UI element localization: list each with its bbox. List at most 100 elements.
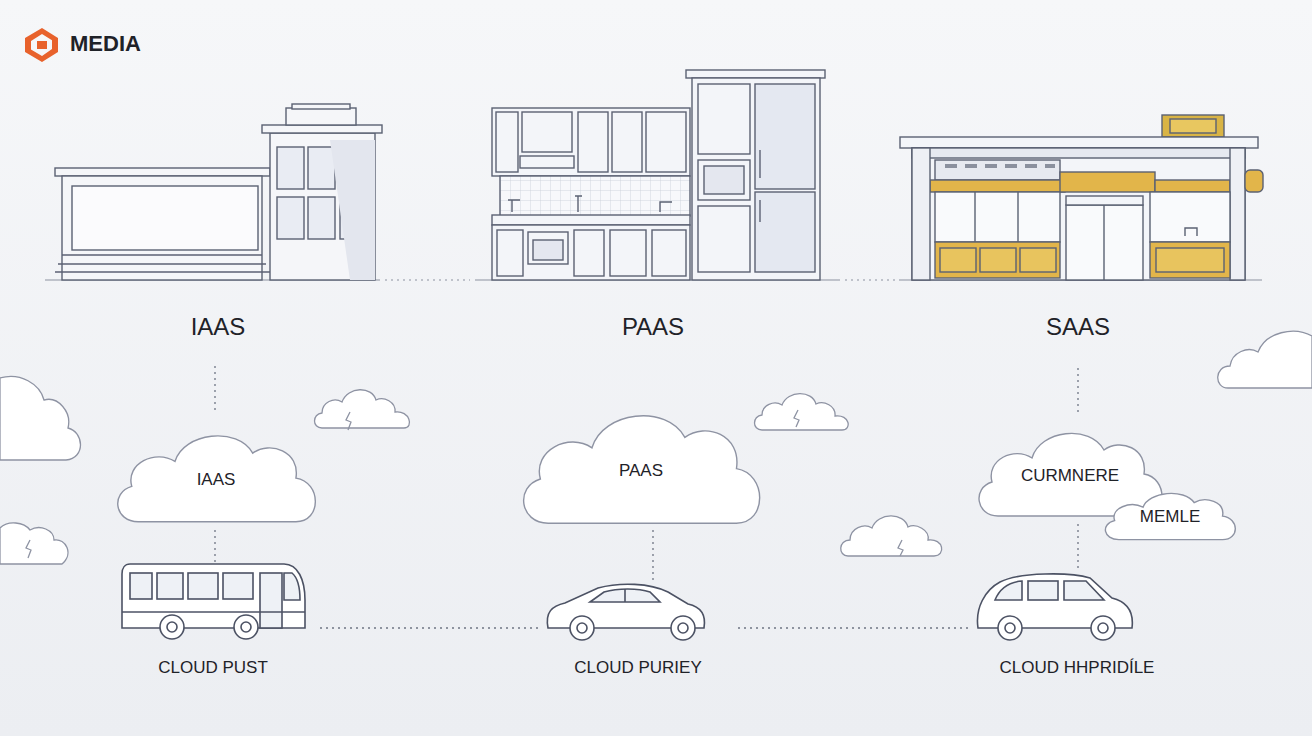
small-cloud-part bbox=[1218, 331, 1312, 388]
paas-kitchen-part bbox=[692, 78, 820, 280]
iaas-building-part bbox=[277, 147, 304, 189]
paas-kitchen-part bbox=[578, 112, 608, 172]
car-icon-part bbox=[678, 623, 688, 633]
van-icon-part bbox=[1091, 616, 1115, 640]
dotted-leader-part bbox=[1077, 524, 1078, 568]
saas-store-part bbox=[940, 248, 976, 272]
iaas-building-part bbox=[262, 125, 382, 133]
saas-store-part bbox=[1103, 205, 1104, 280]
paas-kitchen-part bbox=[698, 160, 750, 200]
bus-icon-part bbox=[157, 573, 183, 599]
tier-label: IAAS bbox=[191, 313, 246, 341]
cloud-label: PAAS bbox=[619, 461, 663, 481]
bus-icon-part bbox=[284, 573, 300, 600]
bus-icon-part bbox=[167, 622, 177, 632]
dotted-leader-part bbox=[1077, 368, 1078, 414]
iaas-building-part bbox=[308, 197, 335, 239]
paas-kitchen-part bbox=[646, 112, 686, 172]
vehicle-caption: CLOUD HHPRIDÍLE bbox=[1000, 658, 1155, 678]
saas-store-part bbox=[900, 137, 1258, 148]
bus-icon-part bbox=[122, 564, 305, 628]
saas-store-part bbox=[1017, 192, 1018, 242]
small-cloud-part bbox=[26, 540, 31, 558]
saas-store-part bbox=[1185, 228, 1197, 236]
bus-icon-part bbox=[223, 573, 253, 599]
small-cloud bbox=[0, 331, 1312, 564]
iaas-building-part bbox=[277, 197, 304, 239]
ground-line-part bbox=[385, 279, 470, 280]
paas-kitchen-part bbox=[759, 150, 760, 178]
iaas-building-part bbox=[286, 108, 356, 125]
paas-kitchen-part bbox=[652, 230, 686, 276]
cloud-node: PAAS bbox=[512, 401, 770, 531]
saas-store-part bbox=[935, 192, 1060, 242]
small-cloud-part bbox=[346, 412, 351, 430]
car-icon-part bbox=[590, 589, 660, 602]
paas-kitchen-part bbox=[704, 166, 744, 194]
cloud-label: CURMNERE bbox=[1021, 466, 1119, 486]
dotted-leader-part bbox=[320, 627, 538, 628]
iaas-building-part bbox=[58, 263, 266, 264]
car-icon-part bbox=[570, 616, 594, 640]
van-icon-part bbox=[1028, 581, 1058, 600]
paas-kitchen-part bbox=[520, 156, 574, 168]
brand-name: MEDIA bbox=[70, 31, 141, 57]
iaas-building-part bbox=[330, 140, 375, 280]
paas-kitchen-part bbox=[612, 112, 642, 172]
saas-store bbox=[900, 115, 1263, 280]
saas-store-part bbox=[930, 180, 1065, 192]
paas-kitchen-part bbox=[755, 192, 815, 272]
paas-kitchen-part bbox=[492, 225, 690, 280]
paas-kitchen-part bbox=[698, 206, 750, 272]
paas-kitchen-part bbox=[610, 230, 646, 276]
dotted-leader-part bbox=[214, 530, 215, 562]
iaas-building-part bbox=[72, 186, 258, 250]
paas-kitchen-part bbox=[496, 112, 518, 172]
paas-kitchen-part bbox=[755, 84, 815, 189]
bus-icon-part bbox=[241, 622, 251, 632]
small-cloud-part bbox=[0, 376, 81, 460]
dotted-leader bbox=[215, 366, 1078, 628]
small-cloud-part bbox=[315, 390, 410, 428]
cloud-node: MEMLE bbox=[1099, 487, 1241, 543]
ground-line-part bbox=[845, 279, 900, 280]
saas-store-part bbox=[945, 164, 1055, 168]
iaas-building-part bbox=[270, 133, 375, 280]
car-icon-part bbox=[624, 589, 626, 602]
small-cloud-part bbox=[794, 410, 799, 427]
cloud-node: IAAS bbox=[108, 424, 324, 528]
car-icon-part bbox=[671, 616, 695, 640]
paas-kitchen-part bbox=[528, 232, 568, 264]
small-cloud-part bbox=[841, 516, 942, 556]
iaas-building-part bbox=[62, 254, 262, 255]
van-icon-part bbox=[1064, 581, 1104, 600]
van-icon-part bbox=[995, 581, 1022, 600]
saas-store-part bbox=[912, 148, 1245, 280]
saas-store-part bbox=[1020, 248, 1056, 272]
car-icon bbox=[547, 584, 704, 640]
bus-icon bbox=[122, 564, 305, 639]
iaas-building-part bbox=[308, 147, 335, 189]
vehicle-caption: CLOUD PUST bbox=[158, 658, 268, 678]
paas-kitchen-part bbox=[533, 240, 563, 260]
paas-kitchen-part bbox=[492, 108, 690, 176]
small-cloud-part bbox=[898, 540, 903, 556]
saas-store-part bbox=[1066, 205, 1143, 280]
cloud-outline-path bbox=[524, 416, 760, 523]
saas-store-part bbox=[935, 160, 1060, 180]
bus-icon-part bbox=[160, 615, 184, 639]
saas-store-part bbox=[1230, 148, 1245, 280]
bus-icon-part bbox=[122, 611, 305, 613]
saas-store-part bbox=[1066, 196, 1143, 205]
logo-icon bbox=[25, 28, 58, 62]
saas-store-part bbox=[1156, 248, 1224, 272]
cloud-label: IAAS bbox=[197, 470, 236, 490]
van-icon-part bbox=[1098, 623, 1108, 633]
bus-icon-part bbox=[260, 573, 282, 628]
iaas-building-part bbox=[55, 271, 270, 272]
saas-store-part bbox=[1170, 119, 1216, 133]
iaas-building-part bbox=[55, 168, 270, 176]
saas-store-part bbox=[912, 148, 1245, 158]
saas-store-part bbox=[1150, 242, 1230, 278]
